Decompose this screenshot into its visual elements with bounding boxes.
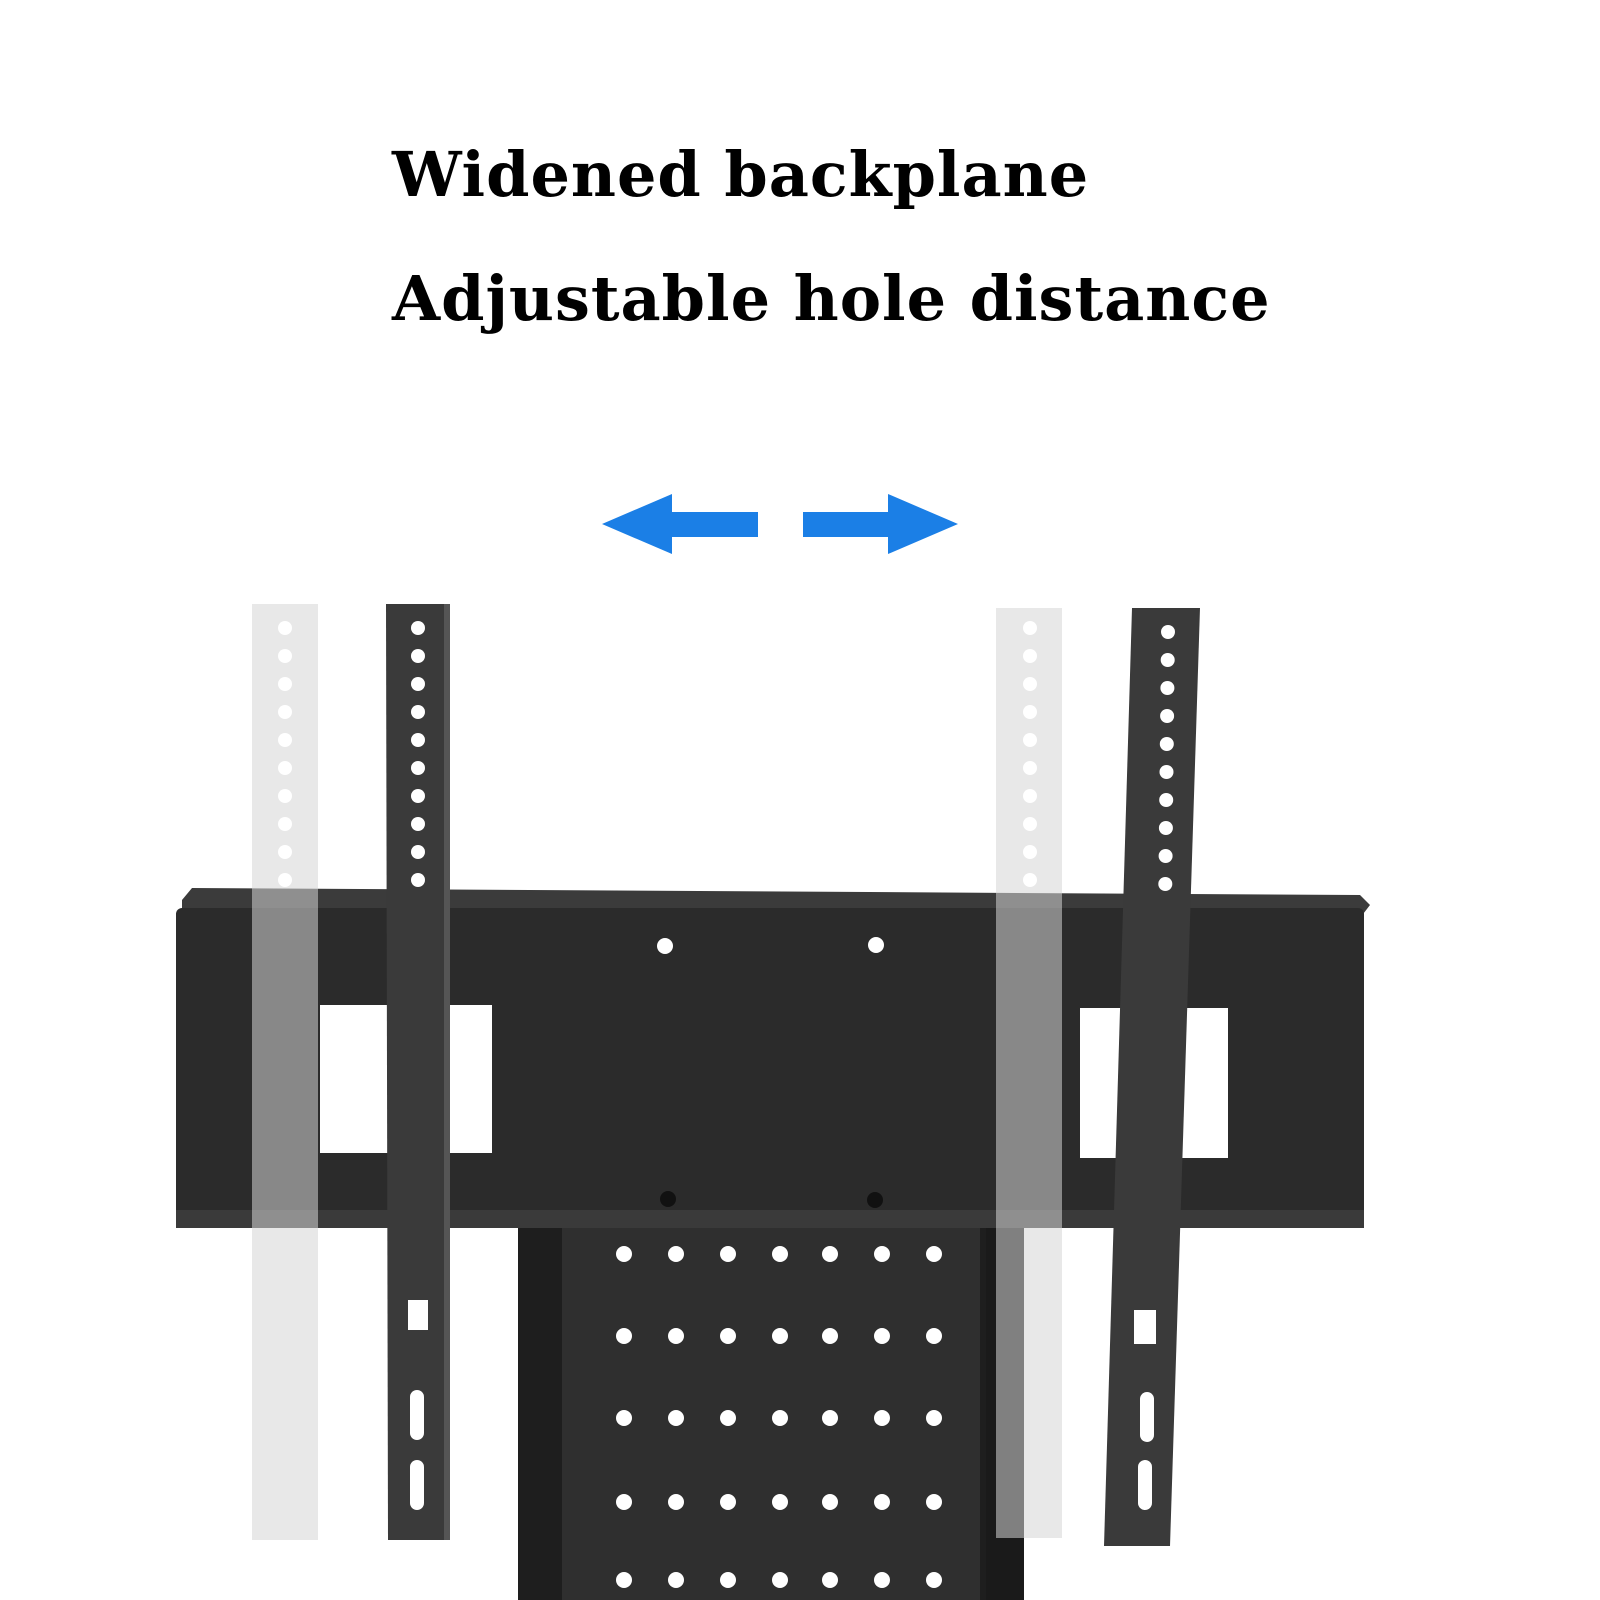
- arrow-right-icon: [803, 494, 958, 554]
- mount-hole: [822, 1328, 838, 1344]
- mount-hole: [822, 1494, 838, 1510]
- mount-hole: [1160, 653, 1175, 667]
- mount-hole: [1160, 681, 1175, 695]
- mount-hole: [411, 705, 425, 719]
- ghost-bracket-left: [252, 604, 318, 1540]
- mount-hole: [720, 1410, 736, 1426]
- mount-hole: [411, 845, 425, 859]
- mount-hole: [616, 1328, 632, 1344]
- mount-hole: [926, 1572, 942, 1588]
- mount-hole: [411, 677, 425, 691]
- mount-hole: [822, 1246, 838, 1262]
- ghost-bracket-right: [996, 608, 1062, 1538]
- mount-hole: [411, 817, 425, 831]
- mount-hole: [772, 1410, 788, 1426]
- mount-hole: [278, 649, 292, 663]
- mount-hole: [1023, 789, 1037, 803]
- mount-hole: [278, 873, 292, 887]
- mount-hole: [1158, 821, 1173, 835]
- mount-hole: [278, 621, 292, 635]
- mount-hole: [720, 1328, 736, 1344]
- mount-hole: [278, 761, 292, 775]
- mount-hole: [720, 1572, 736, 1588]
- stand-column: [518, 1210, 1024, 1600]
- mount-hole: [278, 817, 292, 831]
- mount-hole: [278, 733, 292, 747]
- mount-hole: [616, 1494, 632, 1510]
- mount-hole: [772, 1246, 788, 1262]
- mount-hole: [1160, 709, 1175, 723]
- mount-hole: [720, 1494, 736, 1510]
- headline-widened-backplane: Widened backplane: [392, 138, 1090, 211]
- mount-hole: [411, 873, 425, 887]
- mount-hole: [278, 789, 292, 803]
- mount-hole: [411, 761, 425, 775]
- mount-hole: [874, 1410, 890, 1426]
- mount-hole: [1023, 761, 1037, 775]
- mount-hole: [1158, 877, 1173, 891]
- mount-hole: [616, 1572, 632, 1588]
- mount-hole: [874, 1572, 890, 1588]
- bracket-left: [386, 604, 450, 1540]
- mount-hole: [616, 1246, 632, 1262]
- mount-hole: [926, 1494, 942, 1510]
- mount-hole: [1023, 817, 1037, 831]
- mount-hole: [616, 1410, 632, 1426]
- mount-hole: [668, 1572, 684, 1588]
- mount-hole: [411, 621, 425, 635]
- mount-hole: [1159, 737, 1174, 751]
- mount-hole: [411, 649, 425, 663]
- mount-hole: [1023, 845, 1037, 859]
- mount-hole: [720, 1246, 736, 1262]
- arrow-left-icon: [602, 494, 758, 554]
- mount-hole: [1023, 705, 1037, 719]
- mount-hole: [822, 1572, 838, 1588]
- mount-hole: [278, 677, 292, 691]
- mount-hole: [668, 1246, 684, 1262]
- mount-hole: [668, 1410, 684, 1426]
- headline-adjustable-hole-distance: Adjustable hole distance: [392, 262, 1271, 335]
- mount-hole: [1159, 793, 1174, 807]
- mount-hole: [278, 705, 292, 719]
- bracket-right: [1104, 608, 1200, 1546]
- mount-hole: [1023, 621, 1037, 635]
- mount-hole: [411, 733, 425, 747]
- mount-hole: [926, 1410, 942, 1426]
- mount-hole: [1023, 873, 1037, 887]
- mount-hole: [822, 1410, 838, 1426]
- widened-backplate: [176, 888, 1370, 1228]
- mount-hole: [1158, 849, 1173, 863]
- mount-hole: [278, 845, 292, 859]
- mount-hole: [926, 1328, 942, 1344]
- mount-hole: [1023, 677, 1037, 691]
- mount-hole: [772, 1494, 788, 1510]
- mount-hole: [772, 1328, 788, 1344]
- mount-hole: [772, 1572, 788, 1588]
- mount-hole: [411, 789, 425, 803]
- mount-hole: [874, 1494, 890, 1510]
- mount-hole: [1023, 649, 1037, 663]
- mount-hole: [874, 1328, 890, 1344]
- mount-hole: [668, 1328, 684, 1344]
- mount-hole: [1023, 733, 1037, 747]
- mount-hole: [668, 1494, 684, 1510]
- mount-hole: [874, 1246, 890, 1262]
- mount-hole: [926, 1246, 942, 1262]
- mount-hole: [1159, 765, 1174, 779]
- mount-hole: [1161, 625, 1175, 639]
- adjustment-arrows: [602, 494, 958, 554]
